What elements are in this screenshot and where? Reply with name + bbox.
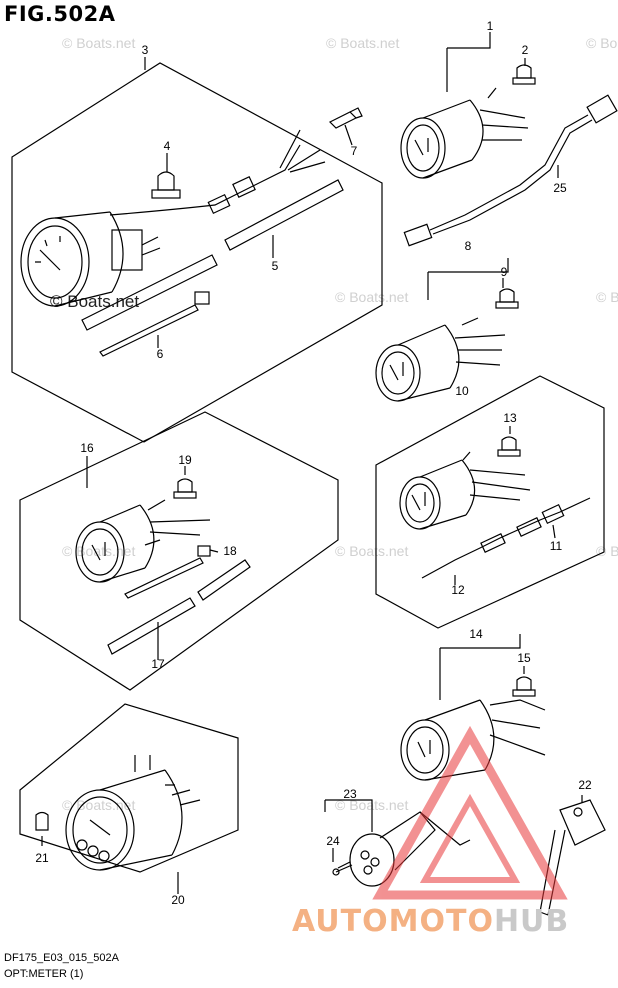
figure-title: FIG.502A	[4, 2, 116, 26]
callout-8: 8	[465, 239, 472, 253]
tube-5	[81, 179, 344, 331]
callout-12: 12	[451, 583, 465, 597]
screw-24	[332, 861, 353, 876]
leaders-16	[86, 456, 219, 660]
group-box-3	[11, 62, 383, 443]
callout-16: 16	[80, 441, 94, 455]
callout-24: 24	[326, 834, 340, 848]
gauge-1	[400, 87, 529, 179]
footer-model-code: DF175_E03_015_502A	[4, 952, 119, 964]
callout-6: 6	[157, 347, 164, 361]
callout-13: 13	[503, 411, 517, 425]
gauge-20	[65, 755, 201, 871]
callout-2: 2	[522, 43, 529, 57]
callout-23: 23	[343, 787, 357, 801]
group-box-20	[19, 703, 239, 873]
group-box-10	[375, 375, 605, 629]
callout-15: 15	[517, 651, 531, 665]
watermark-text: © Boats.net	[335, 543, 408, 559]
callout-1: 1	[487, 19, 494, 33]
bolt-7	[328, 107, 363, 129]
bulb-13	[497, 436, 521, 457]
harness-3	[109, 129, 326, 216]
callout-9: 9	[501, 265, 508, 279]
callout-3: 3	[142, 43, 149, 57]
leaders-10	[454, 524, 556, 585]
gauge-16	[75, 499, 211, 583]
gauge-3	[20, 211, 161, 307]
callout-5: 5	[272, 259, 279, 273]
watermark-text: © Boats.net	[62, 797, 135, 813]
bulb-21	[35, 811, 49, 831]
tube-17	[107, 559, 251, 655]
watermark-logo-part1: AUTOMOTO	[292, 904, 494, 939]
callout-14: 14	[469, 627, 483, 641]
bulb-9	[495, 288, 519, 309]
callout-21: 21	[35, 851, 49, 865]
cable-tie-6	[99, 291, 210, 357]
watermark-text: © Boats.net	[335, 289, 408, 305]
watermark-text: © Boats.net	[326, 35, 399, 51]
cable-tie-18	[124, 545, 211, 599]
callout-18: 18	[223, 544, 237, 558]
watermark-text: © Boats.net	[596, 543, 618, 559]
sender-23	[349, 811, 471, 887]
bulb-15	[512, 676, 536, 697]
callout-20: 20	[171, 893, 185, 907]
callout-4: 4	[164, 139, 171, 153]
bulb-2	[512, 64, 536, 85]
watermark-text: © Boats.net	[586, 35, 618, 51]
leader-14	[439, 634, 521, 700]
gauge-8	[375, 317, 506, 402]
callout-22: 22	[578, 778, 592, 792]
bulb-4	[151, 171, 181, 199]
gauge-10	[399, 451, 531, 530]
leader-23	[324, 799, 373, 832]
bulb-19	[173, 478, 197, 499]
harness-12	[421, 497, 591, 579]
leaders-3	[144, 57, 353, 348]
callout-11: 11	[550, 539, 563, 553]
watermark-text: © Boats.net	[62, 35, 135, 51]
callout-19: 19	[178, 453, 192, 467]
callout-25: 25	[553, 181, 567, 195]
callout-10: 10	[455, 384, 469, 398]
footer-group-name: OPT:METER (1)	[4, 968, 84, 980]
watermark-texts: © Boats.net © Boats.net © Boats.net © Bo…	[62, 35, 618, 813]
watermark-logo: AUTOMOTOHUB	[292, 904, 569, 939]
group-box-16	[19, 411, 339, 691]
watermark-triangle	[372, 725, 568, 900]
callout-17: 17	[151, 657, 165, 671]
leader-1	[446, 32, 491, 92]
harness-25	[403, 94, 618, 247]
watermark-logo-part2: HUB	[493, 904, 570, 939]
watermark-text: © Boats.net	[596, 289, 618, 305]
leaders-20	[41, 836, 179, 894]
watermark-text-bold: © Boats.net	[50, 292, 139, 311]
leader-8	[427, 258, 509, 300]
callout-7: 7	[351, 144, 358, 158]
